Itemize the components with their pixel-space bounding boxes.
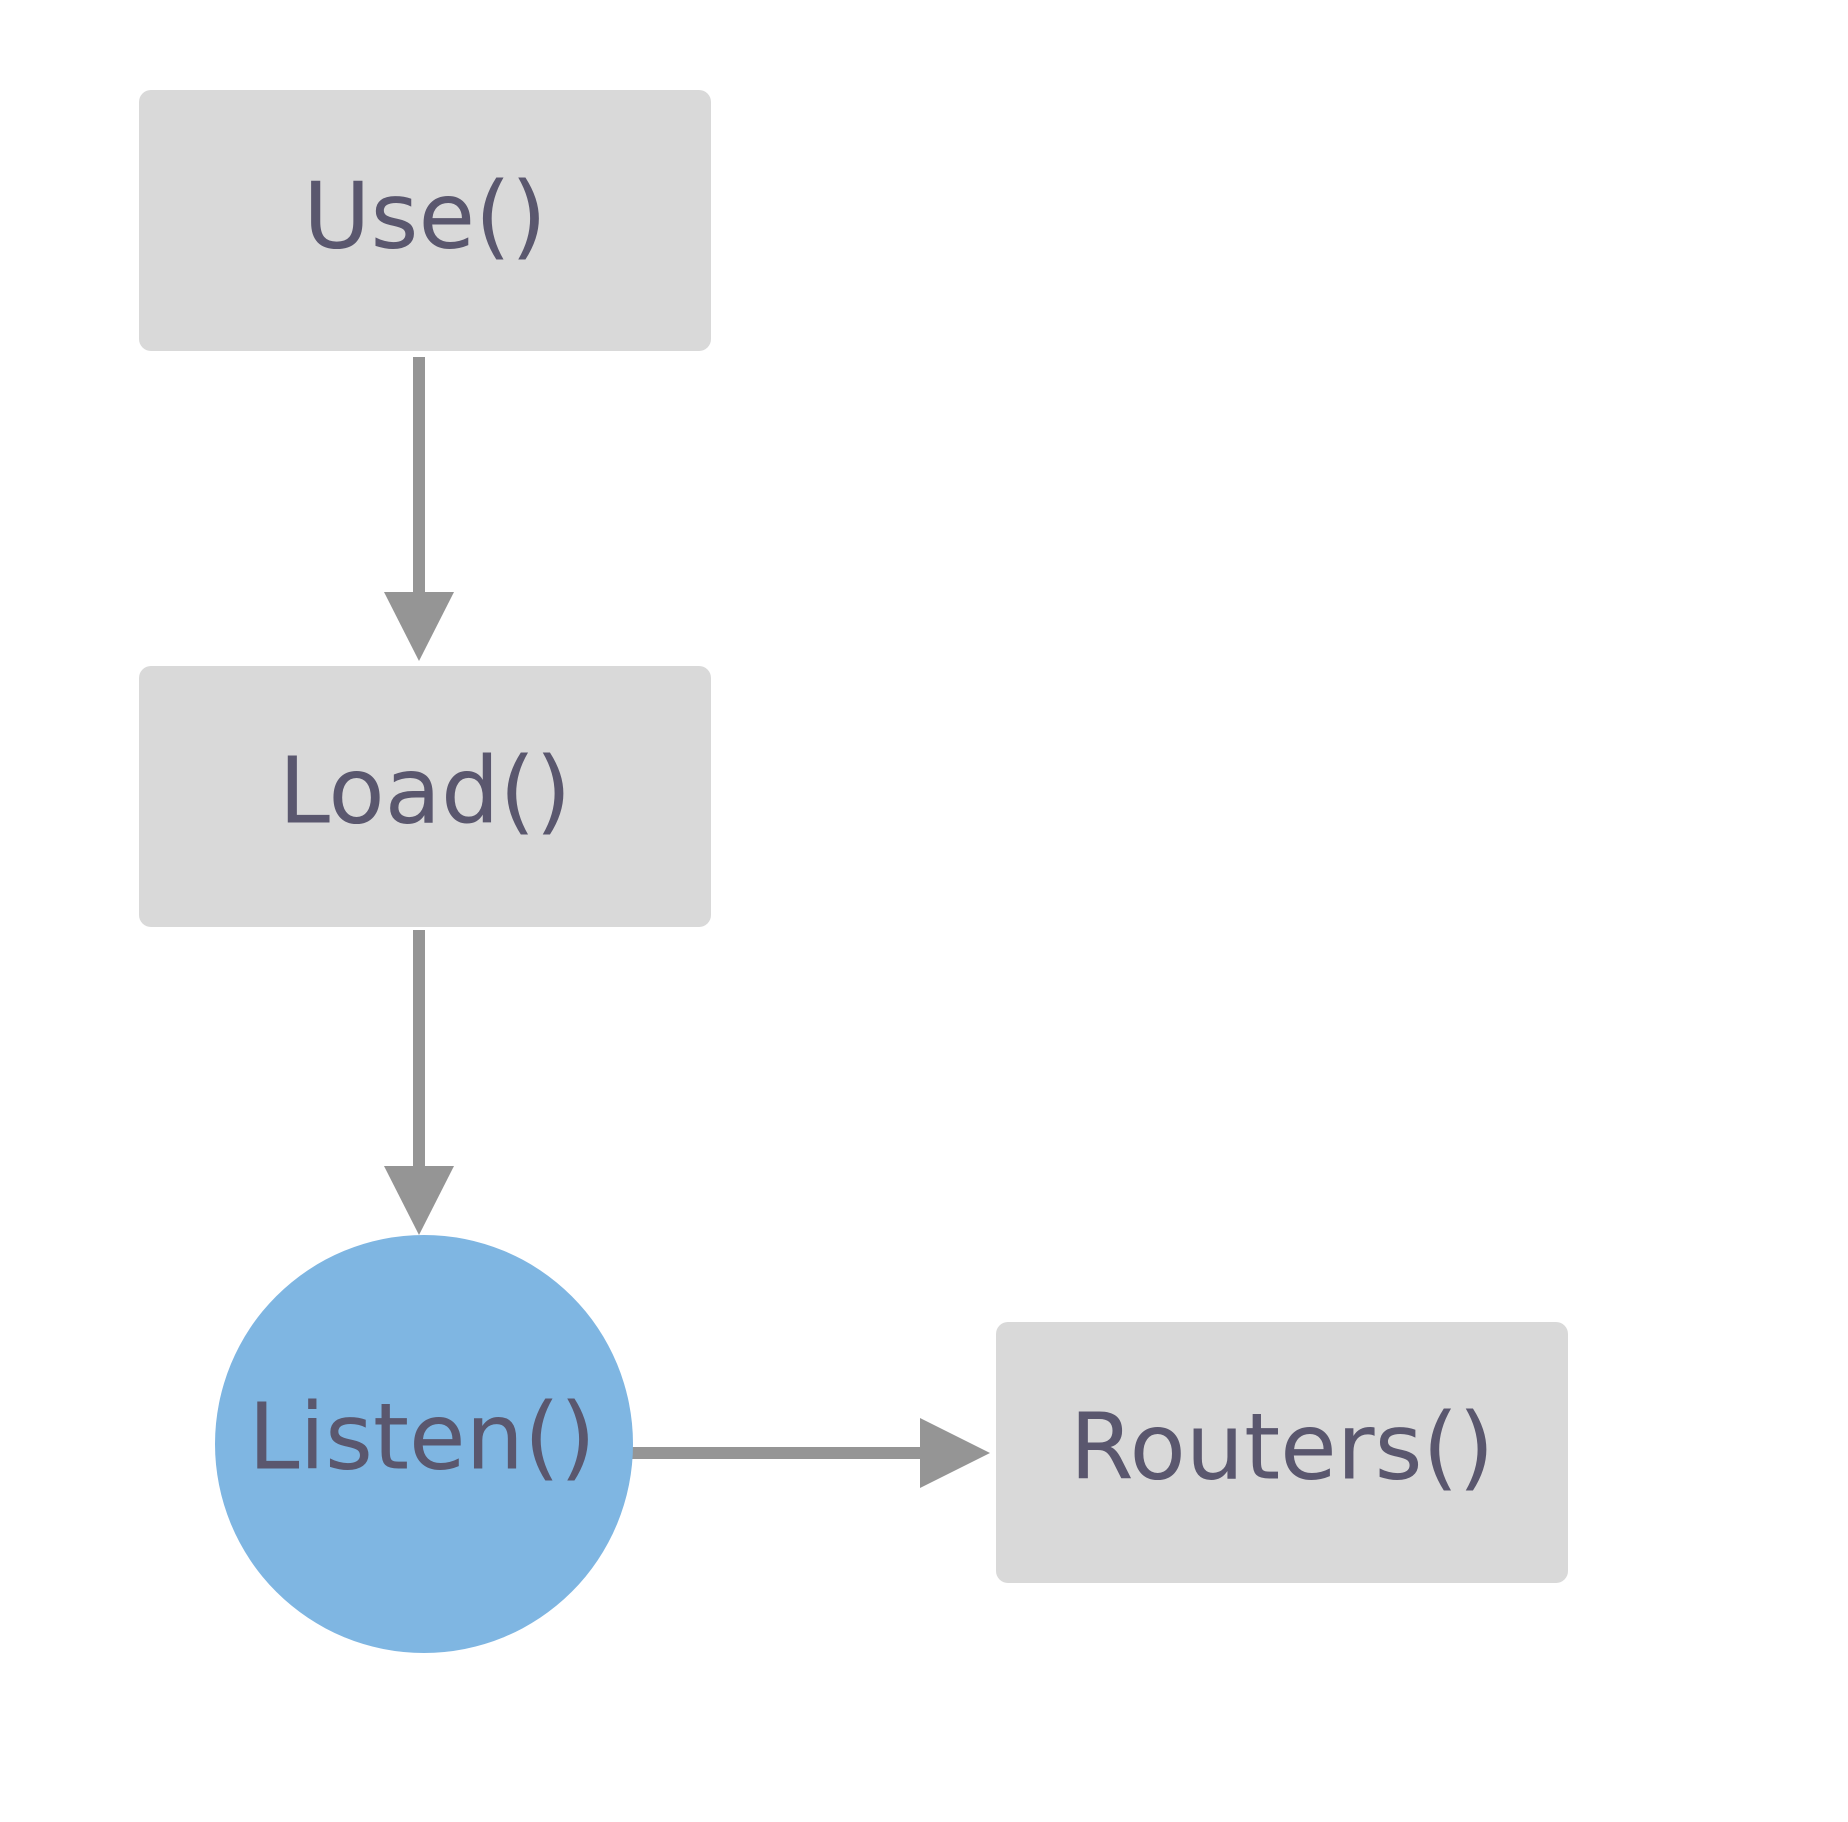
node-listen-label: Listen()	[248, 1383, 596, 1490]
node-load-box	[139, 666, 711, 927]
edge-load-to-listen-line	[413, 930, 425, 1170]
node-use: Use()	[139, 90, 711, 351]
edge-use-to-load	[384, 357, 454, 661]
edge-listen-to-routers	[632, 1418, 990, 1488]
node-routers: Routers()	[996, 1322, 1568, 1583]
node-use-box	[139, 90, 711, 351]
node-use-label: Use()	[303, 162, 547, 269]
edge-load-to-listen	[384, 930, 454, 1235]
node-load-label: Load()	[279, 737, 572, 844]
edge-use-to-load-arrowhead	[384, 592, 454, 661]
edge-use-to-load-line	[413, 357, 425, 597]
edge-listen-to-routers-line	[632, 1447, 926, 1459]
node-load: Load()	[139, 666, 711, 927]
node-routers-box	[996, 1322, 1568, 1583]
node-listen-circle	[215, 1235, 633, 1653]
node-listen: Listen()	[215, 1235, 633, 1653]
edge-listen-to-routers-arrowhead	[920, 1418, 990, 1488]
edge-load-to-listen-arrowhead	[384, 1166, 454, 1235]
node-routers-label: Routers()	[1070, 1393, 1495, 1500]
